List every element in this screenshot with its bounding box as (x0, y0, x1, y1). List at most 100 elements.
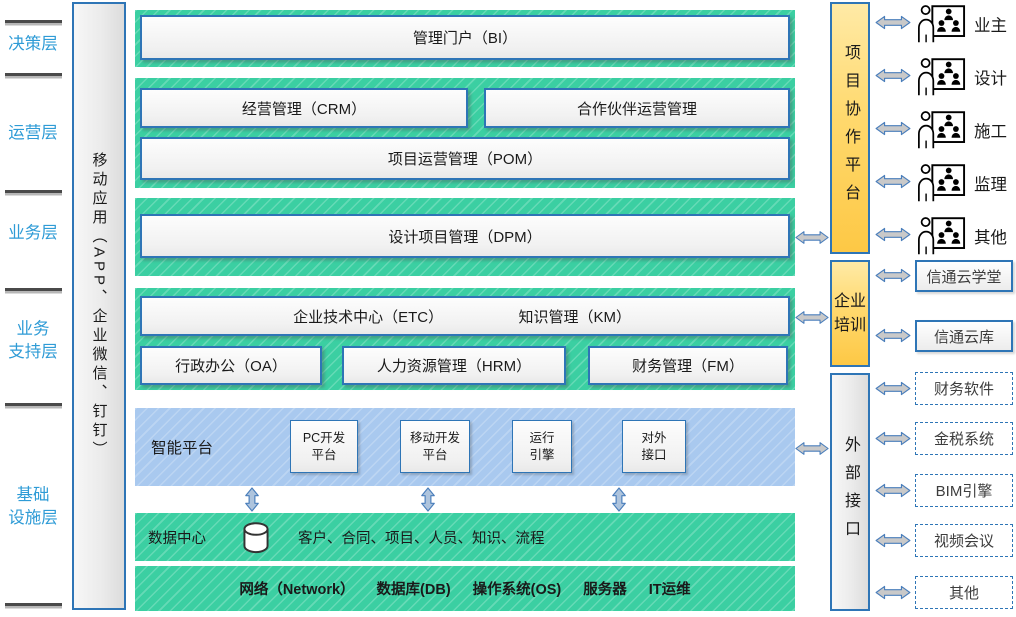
layer-label-text: 业务层 (8, 224, 58, 242)
infrastructure-row: 网络（Network） 数据库(DB) 操作系统(OS) 服务器 IT运维 (135, 566, 795, 611)
stakeholder-people-icon (917, 58, 966, 97)
band-smart-platform: 智能平台 PC开发平台 移动开发平台 运行引擎 对外接口 (135, 408, 795, 486)
enterprise-training-bar: 企业培训 (830, 260, 870, 367)
layer-label-business: 业务层 (0, 222, 66, 245)
project-collaboration-label: 项目协作平台 (842, 44, 859, 212)
double-arrow-icon (875, 483, 911, 498)
box-management-portal: 管理门户（BI） (140, 15, 790, 60)
double-arrow-icon (875, 227, 911, 242)
box-label: 管理门户（BI） (412, 30, 518, 47)
box-pc-dev-platform: PC开发平台 (290, 420, 358, 473)
layer-label-text: 业务 (16, 320, 50, 338)
box-label: 行政办公（OA） (175, 358, 287, 375)
layer-label-text: 支持层 (8, 343, 58, 361)
stakeholder-label-other: 其他 (974, 229, 1007, 247)
layer-label-text: 运营层 (8, 124, 58, 142)
box-oa: 行政办公（OA） (140, 346, 322, 385)
box-label: 财务管理（FM） (632, 358, 744, 375)
double-arrow-icon (875, 533, 911, 548)
double-arrow-icon (875, 121, 911, 136)
double-arrow-icon (875, 381, 911, 396)
stakeholder-people-icon (917, 164, 966, 203)
stakeholder-people-icon (917, 111, 966, 150)
box-cloud-school: 信通云学堂 (915, 260, 1013, 292)
box-runtime-engine: 运行引擎 (512, 420, 572, 473)
double-arrow-icon (795, 442, 829, 455)
box-label: 视频会议 (933, 533, 994, 550)
layer-divider (5, 190, 62, 193)
double-arrow-icon (875, 15, 911, 30)
layer-divider (5, 20, 62, 23)
box-external-interface-module: 对外接口 (622, 420, 686, 473)
double-arrow-icon (875, 268, 911, 283)
box-fm: 财务管理（FM） (588, 346, 788, 385)
double-arrow-icon (875, 431, 911, 446)
data-center-items: 客户、合同、项目、人员、知识、流程 (298, 530, 545, 547)
layer-label-operation: 运营层 (0, 122, 66, 145)
box-label: 设计项目管理（DPM） (388, 228, 542, 246)
box-label: PC开发平台 (302, 430, 346, 462)
double-arrow-icon (795, 311, 829, 324)
project-collaboration-bar: 项目协作平台 (830, 2, 870, 254)
box-label: 移动开发平台 (409, 430, 460, 462)
double-arrow-icon (875, 68, 911, 83)
box-label: 信通云库 (933, 328, 994, 346)
box-label: 其他 (948, 585, 979, 602)
database-icon (243, 522, 269, 554)
band-data-center: 数据中心 客户、合同、项目、人员、知识、流程 (135, 513, 795, 561)
layer-label-text: 基础 (16, 486, 50, 504)
box-external-other: 其他 (915, 576, 1013, 609)
box-label: BIM引擎 (935, 483, 993, 500)
external-interface-label: 外部接口 (842, 436, 859, 548)
stakeholder-people-icon (917, 217, 966, 256)
box-label: 运行引擎 (529, 430, 555, 462)
infra-item: 操作系统(OS) (472, 582, 562, 598)
infra-item: 数据库(DB) (376, 582, 451, 598)
double-arrow-icon (875, 328, 911, 343)
infra-item: 网络（Network） (239, 582, 355, 598)
enterprise-training-label: 企业培训 (833, 292, 866, 334)
infra-item: IT运维 (648, 582, 691, 598)
mobile-app-bar-label: 移动应用（APP、企业微信、钉钉） (90, 151, 108, 460)
km-label: 知识管理（KM） (518, 308, 632, 326)
box-mobile-dev-platform: 移动开发平台 (400, 420, 470, 473)
box-label: 项目运营管理（POM） (387, 151, 543, 168)
double-arrow-icon (875, 174, 911, 189)
double-arrow-icon (875, 585, 911, 600)
stakeholder-people-icon (917, 5, 966, 44)
box-hrm: 人力资源管理（HRM） (342, 346, 566, 385)
external-interface-bar: 外部接口 (830, 373, 870, 611)
infra-item: 服务器 (583, 582, 627, 598)
band-portal: 管理门户（BI） (135, 10, 795, 67)
mobile-app-bar: 移动应用（APP、企业微信、钉钉） (72, 2, 126, 610)
etc-label: 企业技术中心（ETC） (293, 308, 444, 326)
box-video-conference: 视频会议 (915, 524, 1013, 557)
layer-label-decision: 决策层 (0, 33, 66, 56)
box-finance-software: 财务软件 (915, 372, 1013, 405)
band-support: 企业技术中心（ETC） 知识管理（KM） 行政办公（OA） 人力资源管理（HRM… (135, 288, 795, 390)
vertical-double-arrow-icon (612, 487, 626, 512)
box-label: 金税系统 (933, 431, 994, 448)
box-label: 财务软件 (933, 381, 994, 398)
layer-divider (5, 603, 62, 606)
layer-label-text: 设施层 (8, 509, 58, 527)
box-partner-operation: 合作伙伴运营管理 (484, 88, 790, 128)
double-arrow-icon (795, 231, 829, 244)
smart-platform-label: 智能平台 (151, 440, 214, 457)
box-golden-tax-system: 金税系统 (915, 422, 1013, 455)
band-operation: 经营管理（CRM） 合作伙伴运营管理 项目运营管理（POM） (135, 78, 795, 188)
data-center-row: 数据中心 客户、合同、项目、人员、知识、流程 (135, 513, 795, 561)
box-dpm: 设计项目管理（DPM） (140, 214, 790, 258)
stakeholder-label-construction: 施工 (974, 123, 1007, 141)
layer-label-support: 业务 支持层 (0, 318, 66, 364)
box-label: 合作伙伴运营管理 (576, 100, 697, 118)
box-pom: 项目运营管理（POM） (140, 137, 790, 180)
layer-divider (5, 73, 62, 76)
vertical-double-arrow-icon (421, 487, 435, 512)
layer-label-infrastructure: 基础 设施层 (0, 484, 66, 530)
layer-divider (5, 403, 62, 406)
box-cloud-library: 信通云库 (915, 320, 1013, 352)
box-label: 人力资源管理（HRM） (376, 358, 532, 375)
vertical-double-arrow-icon (245, 487, 259, 512)
